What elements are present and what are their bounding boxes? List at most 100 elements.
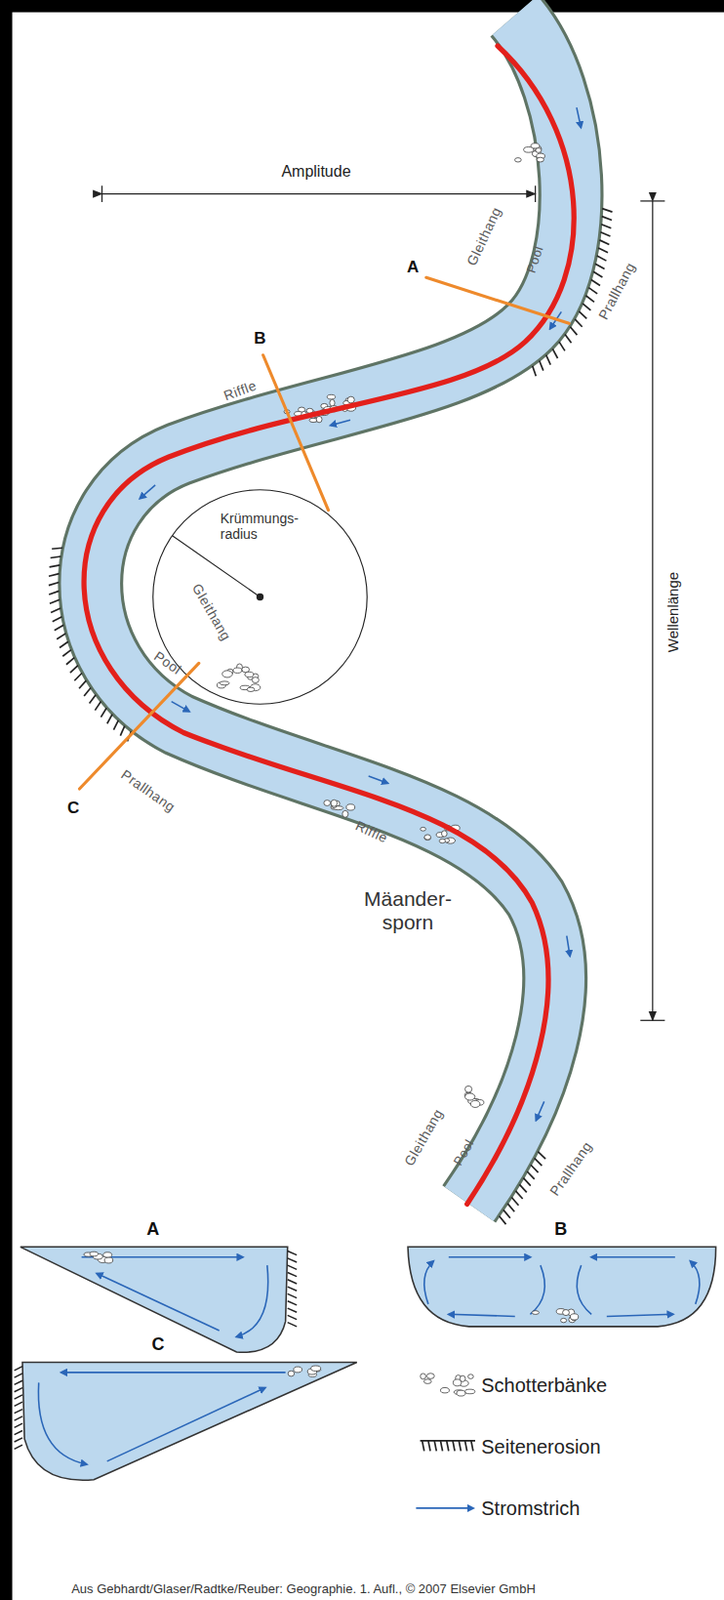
erosion-tick bbox=[503, 1208, 511, 1217]
gravel-stone bbox=[468, 1373, 475, 1379]
gravel-stone bbox=[326, 394, 335, 400]
legend-erosion-sample bbox=[420, 1440, 476, 1450]
erosion-tick bbox=[539, 361, 544, 371]
amplitude-dimension bbox=[102, 185, 536, 202]
channel-label: Riffle bbox=[353, 816, 391, 845]
bank-label: Prallhang bbox=[118, 765, 178, 815]
section-title: C bbox=[151, 1333, 164, 1355]
erosion-tick bbox=[534, 1157, 543, 1166]
erosion-tick bbox=[595, 263, 604, 269]
gravel-stone bbox=[246, 686, 255, 691]
dimension-label: Wellenlänge bbox=[664, 571, 682, 652]
erosion-tick bbox=[537, 1151, 546, 1160]
gravel-stone bbox=[515, 158, 523, 162]
section-lines bbox=[80, 277, 570, 789]
bank-label: Gleithang bbox=[189, 580, 235, 644]
erosion-tick bbox=[440, 1440, 443, 1450]
erosion-tick bbox=[54, 624, 64, 630]
erosion-tick bbox=[14, 1366, 23, 1370]
dimension-label: Amplitude bbox=[281, 161, 351, 180]
gravel-stone bbox=[465, 1085, 473, 1092]
lateral-erosion-hatching bbox=[48, 208, 613, 1225]
gravel-stone bbox=[311, 1365, 322, 1370]
erosion-tick bbox=[559, 341, 565, 351]
current-arrow bbox=[330, 419, 351, 425]
gravel-stone bbox=[420, 1372, 427, 1379]
cross-section-b bbox=[407, 1246, 717, 1327]
erosion-tick bbox=[598, 247, 608, 253]
erosion-tick bbox=[552, 348, 558, 359]
erosion-tick bbox=[14, 1379, 23, 1384]
gravel-stone bbox=[330, 799, 337, 806]
bank-label: Prallhang bbox=[546, 1137, 596, 1198]
erosion-tick bbox=[49, 564, 61, 567]
current-arrow bbox=[139, 484, 156, 499]
erosion-tick bbox=[51, 547, 63, 549]
legend-text: Schotterbänke bbox=[481, 1373, 607, 1397]
gravel-stone bbox=[346, 804, 356, 810]
erosion-tick bbox=[14, 1422, 23, 1427]
section-letter: C bbox=[67, 798, 80, 818]
legend-text: Seitenerosion bbox=[481, 1434, 601, 1457]
erosion-tick bbox=[287, 1314, 297, 1319]
erosion-tick bbox=[601, 224, 611, 229]
gravel-stone bbox=[323, 800, 331, 806]
curvature-radius bbox=[153, 489, 367, 705]
erosion-tick bbox=[79, 680, 86, 688]
source-caption: Aus Gebhardt/Glaser/Radtke/Reuber: Geogr… bbox=[71, 1581, 536, 1597]
gravel-stone bbox=[342, 809, 349, 817]
channel-label: Riffle bbox=[221, 377, 259, 404]
erosion-tick bbox=[14, 1444, 23, 1448]
gravel-stone bbox=[233, 667, 242, 673]
channel-label: Pool bbox=[523, 244, 547, 276]
erosion-tick bbox=[578, 311, 587, 319]
gravel-bars bbox=[216, 143, 545, 1108]
gravel-stone bbox=[219, 681, 230, 685]
erosion-tick bbox=[600, 232, 610, 237]
erosion-tick bbox=[522, 1177, 530, 1186]
current-arrow bbox=[566, 935, 570, 957]
erosion-tick bbox=[602, 216, 612, 221]
river-bank bbox=[90, 15, 571, 1205]
erosion-tick bbox=[14, 1372, 23, 1377]
gravel-stone bbox=[465, 1092, 476, 1100]
erosion-tick bbox=[287, 1250, 297, 1255]
cross-section-c bbox=[14, 1361, 358, 1480]
erosion-tick bbox=[50, 607, 61, 613]
gravel-stone bbox=[563, 1309, 570, 1316]
erosion-tick bbox=[14, 1408, 23, 1413]
erosion-tick bbox=[511, 1196, 519, 1205]
thalweg-line bbox=[83, 45, 574, 1204]
erosion-tick bbox=[574, 319, 583, 327]
gravel-stone bbox=[535, 148, 542, 154]
gravel-stone bbox=[459, 1374, 466, 1381]
erosion-tick bbox=[113, 720, 119, 730]
erosion-tick bbox=[507, 1203, 515, 1211]
bank-label: Prallhang bbox=[595, 259, 639, 322]
panel bbox=[12, 12, 724, 1600]
erosion-tick bbox=[532, 365, 537, 376]
erosion-tick bbox=[287, 1286, 297, 1290]
erosion-tick bbox=[588, 287, 598, 294]
erosion-tick bbox=[14, 1387, 23, 1392]
erosion-tick bbox=[597, 255, 607, 261]
erosion-tick bbox=[52, 616, 63, 622]
channel-label: Pool bbox=[450, 1136, 478, 1168]
erosion-tick bbox=[564, 334, 572, 344]
erosion-tick bbox=[287, 1279, 297, 1284]
gravel-stone bbox=[316, 415, 322, 422]
section-title: B bbox=[554, 1218, 567, 1240]
erosion-tick bbox=[434, 1440, 437, 1450]
erosion-tick bbox=[14, 1401, 23, 1406]
erosion-tick bbox=[471, 1440, 474, 1450]
erosion-tick bbox=[70, 665, 79, 673]
erosion-tick bbox=[48, 590, 59, 595]
erosion-tick bbox=[582, 303, 591, 311]
gravel-stone bbox=[347, 396, 355, 403]
erosion-tick bbox=[100, 707, 107, 717]
gravel-stone bbox=[423, 1378, 432, 1384]
erosion-tick bbox=[422, 1440, 425, 1450]
gravel-stone bbox=[293, 1366, 303, 1372]
